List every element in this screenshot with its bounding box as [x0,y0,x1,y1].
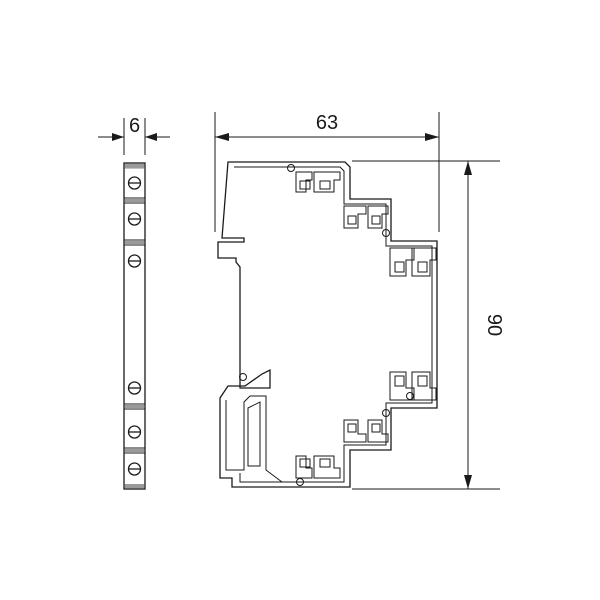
side-band-bottom [124,484,145,489]
latch-hole-icon [239,373,247,381]
side-body-outline [123,162,146,490]
terminal-clamp-right-top [389,247,437,277]
screw-icon [127,212,142,226]
housing-inner-line [234,166,433,483]
terminal-clamp-upper [343,205,390,237]
width-arrow-left [215,133,229,141]
latch-slide [247,401,261,467]
front-view: 63 90 [214,112,505,490]
side-band [124,199,145,202]
side-view: 6 [98,115,170,490]
screw-icon [127,254,142,268]
height-arrow-bottom [464,475,472,489]
dimension-label-height: 90 [483,314,505,336]
screw-icon [127,462,142,476]
dimension-label-width-front: 63 [316,112,338,134]
housing-outline [217,161,438,488]
height-arrow-top [464,161,472,175]
screw-icon [127,381,142,395]
terminal-clamp-lower [343,409,390,443]
screw-icon [127,425,142,439]
side-band [124,241,145,244]
terminal-clamp-bottom [295,455,341,486]
width-arrow-right [425,133,439,141]
screw-icon [127,176,142,190]
side-band [124,449,145,452]
side-arrow-right [145,133,157,141]
side-band-top [124,163,145,169]
side-band [124,405,145,408]
terminal-clamp-right-bottom [389,371,437,401]
terminal-clamp-top [287,164,341,193]
side-arrow-left [112,133,124,141]
dimension-label-width-side: 6 [129,115,140,137]
din-rail-latch [225,395,283,483]
